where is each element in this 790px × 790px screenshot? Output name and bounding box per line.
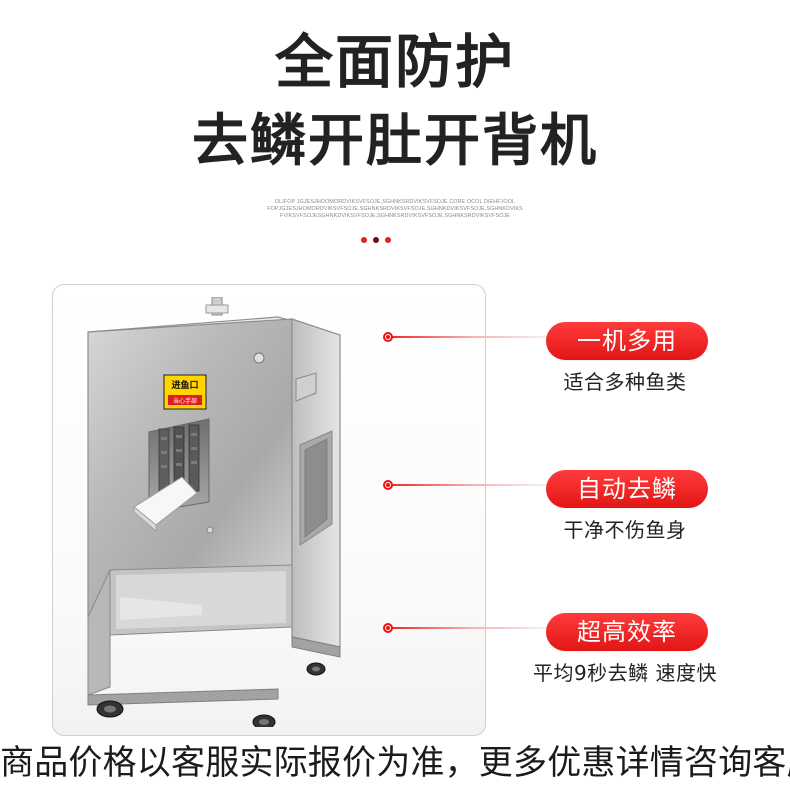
feature-connector-line [387,627,557,629]
bullet-icon [383,480,393,490]
fish-descaling-machine-illustration: 进鱼口 当心手部 [87,297,341,727]
fine-print-line: FVIKSVFSOJESGHNKDVIKSVFSOJE,SGHNKSRDVIKS… [280,213,510,219]
bullet-icon [383,623,393,633]
inlet-label: 进鱼口 [171,379,198,390]
feature-description: 适合多种鱼类 [563,370,687,394]
feature-badge: 超高效率 [546,613,708,651]
decorative-dots [361,235,401,245]
feature-connector-line [387,484,557,486]
dot-icon [361,237,367,243]
bullet-icon [383,332,393,342]
fine-print-line: FOPJGJESJHOMORDVIKSVFSOJE,SGHNKSRDVIKSVF… [267,206,523,212]
page-title-line-1: 全面防护 [274,28,515,96]
feature-description: 平均9秒去鳞 速度快 [532,661,718,685]
feature-high-efficiency: 超高效率 平均9秒去鳞 速度快 [380,613,790,685]
dot-icon [385,237,391,243]
page-title-line-2: 去鳞开肚开背机 [192,109,598,174]
fine-print: OLIFOP JGJESJHOOMORDVIKSVFSOJE,SGHNKSRDV… [225,199,565,220]
feature-auto-descaling: 自动去鳞 干净不伤鱼身 [380,470,790,542]
fine-print-line: OLIFOP JGJESJHOOMORDVIKSVFSOJE,SGHNKSRDV… [274,199,516,205]
feature-description: 干净不伤鱼身 [563,518,687,542]
warning-label: 当心手部 [173,397,197,405]
feature-multi-purpose: 一机多用 适合多种鱼类 [380,322,790,394]
feature-badge: 一机多用 [546,322,708,360]
feature-badge: 自动去鳞 [546,470,708,508]
price-disclaimer: 商品价格以客服实际报价为准，更多优惠详情咨询客服 [0,743,790,783]
feature-connector-line [387,336,557,338]
dot-icon [373,237,379,243]
